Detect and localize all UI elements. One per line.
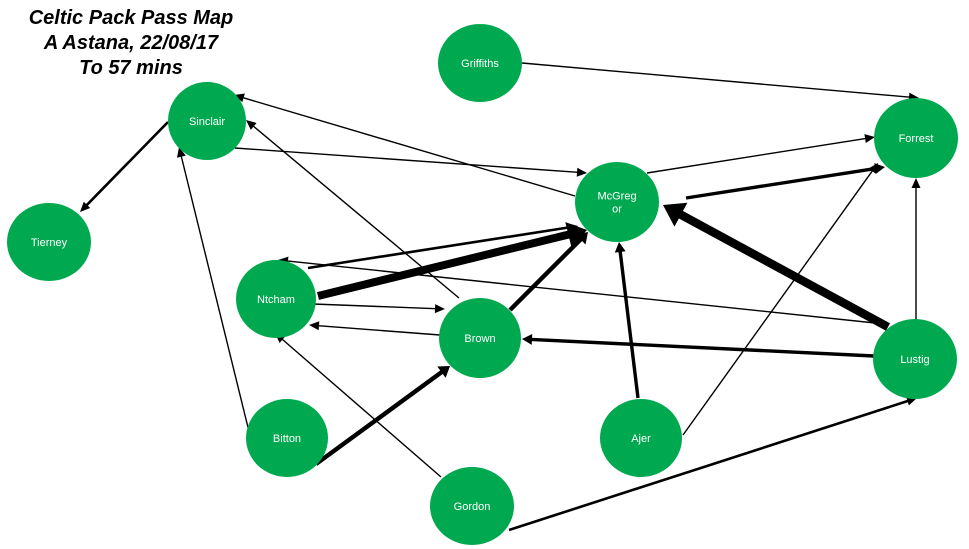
pass-line xyxy=(521,62,911,98)
player-circle xyxy=(168,82,246,160)
player-node-gordon: Gordon xyxy=(430,467,514,545)
pass-lustig-to-brown xyxy=(522,334,875,358)
pass-ntcham-to-brown xyxy=(312,303,445,314)
title-line-2: A Astana, 22/08/17 xyxy=(43,32,219,54)
pass-line xyxy=(180,155,258,465)
arrowhead-icon xyxy=(434,304,445,314)
pass-line xyxy=(314,369,444,466)
player-node-griffiths: Griffiths xyxy=(438,24,522,102)
pass-line xyxy=(685,166,877,200)
pass-line xyxy=(530,337,875,358)
pass-line xyxy=(286,260,876,324)
arrowhead-icon xyxy=(614,242,626,253)
player-label: Bitton xyxy=(273,433,301,445)
player-label: Sinclair xyxy=(189,116,225,128)
player-label: Tierney xyxy=(31,237,68,249)
pass-mcgregor-to-forrest xyxy=(646,134,875,174)
player-label: Ajer xyxy=(631,433,651,445)
diagram-title: Celtic Pack Pass Map A Astana, 22/08/17 … xyxy=(0,6,262,81)
player-node-lustig: Lustig xyxy=(873,319,957,399)
arrowhead-icon xyxy=(868,163,878,174)
player-label: Lustig xyxy=(900,354,929,366)
pass-lustig-to-forrest xyxy=(911,178,921,320)
pass-griffiths-to-forrest xyxy=(521,62,919,102)
player-circle xyxy=(873,319,957,399)
pass-line xyxy=(618,250,640,399)
arrowhead-icon xyxy=(177,147,186,158)
pass-lustig-to-forrest xyxy=(685,163,885,200)
pass-lustig-to-ntcham xyxy=(278,256,876,324)
player-label: Forrest xyxy=(899,133,934,145)
arrowhead-icon xyxy=(80,201,91,212)
player-circle xyxy=(600,399,682,477)
player-node-ntcham: Ntcham xyxy=(236,260,316,338)
player-circle xyxy=(236,260,316,338)
player-circle xyxy=(430,467,514,545)
pass-line xyxy=(646,137,867,174)
pass-line xyxy=(234,147,579,174)
pass-line xyxy=(281,338,442,478)
pass-edges xyxy=(80,62,921,532)
player-label: McGreg xyxy=(597,191,636,203)
pass-line xyxy=(242,96,576,197)
player-circle xyxy=(575,162,659,242)
player-circle xyxy=(246,399,328,477)
arrowhead-icon xyxy=(234,93,245,103)
pass-lustig-to-mcgregor xyxy=(663,202,891,331)
player-node-bitton: Bitton xyxy=(246,399,328,477)
arrowhead-icon xyxy=(663,202,688,227)
pass-bitton-to-brown xyxy=(314,366,450,466)
pass-brown-to-mcgregor xyxy=(508,232,588,312)
player-label: Brown xyxy=(464,333,495,345)
player-label: Gordon xyxy=(454,501,491,513)
arrowhead-icon xyxy=(864,134,875,144)
pass-brown-to-sinclair xyxy=(246,120,460,299)
pass-brown-to-ntcham xyxy=(309,321,441,336)
player-circle xyxy=(7,203,91,281)
pass-sinclair-to-tierney xyxy=(80,121,169,212)
pass-bitton-to-sinclair xyxy=(177,147,258,465)
pass-line xyxy=(508,237,583,312)
pass-line xyxy=(508,399,909,532)
player-circle xyxy=(438,24,522,102)
pass-line xyxy=(317,324,441,336)
arrowhead-icon xyxy=(437,366,450,378)
arrowhead-icon xyxy=(911,178,921,188)
title-line-3: To 57 mins xyxy=(79,57,183,79)
pass-line xyxy=(317,230,571,300)
arrowhead-icon xyxy=(246,120,257,130)
pass-line xyxy=(682,169,874,436)
pass-gordon-to-lustig xyxy=(508,396,917,532)
player-circle xyxy=(439,298,521,378)
player-label: Ntcham xyxy=(257,294,295,306)
arrowhead-icon xyxy=(575,232,588,245)
pass-mcgregor-to-sinclair xyxy=(234,93,576,197)
player-node-tierney: Tierney xyxy=(7,203,91,281)
player-label: Griffiths xyxy=(461,58,499,70)
pass-sinclair-to-mcgregor xyxy=(234,147,587,177)
pass-line xyxy=(678,210,891,331)
player-label: or xyxy=(612,204,622,216)
pass-line xyxy=(85,121,169,207)
player-nodes: GriffithsSinclairForrestMcGregorTierneyN… xyxy=(7,24,958,545)
player-node-forrest: Forrest xyxy=(874,98,958,178)
pass-line xyxy=(307,226,570,270)
title-line-1: Celtic Pack Pass Map xyxy=(28,7,234,29)
player-node-sinclair: Sinclair xyxy=(168,82,246,160)
player-circle xyxy=(874,98,958,178)
pass-line xyxy=(312,303,437,310)
pass-ajer-to-forrest xyxy=(682,163,878,436)
arrowhead-icon xyxy=(522,334,533,345)
arrowhead-icon xyxy=(576,167,587,177)
pass-ajer-to-mcgregor xyxy=(614,242,640,399)
player-node-ajer: Ajer xyxy=(600,399,682,477)
player-node-brown: Brown xyxy=(439,298,521,378)
arrowhead-icon xyxy=(309,321,320,331)
pass-line xyxy=(252,125,460,299)
